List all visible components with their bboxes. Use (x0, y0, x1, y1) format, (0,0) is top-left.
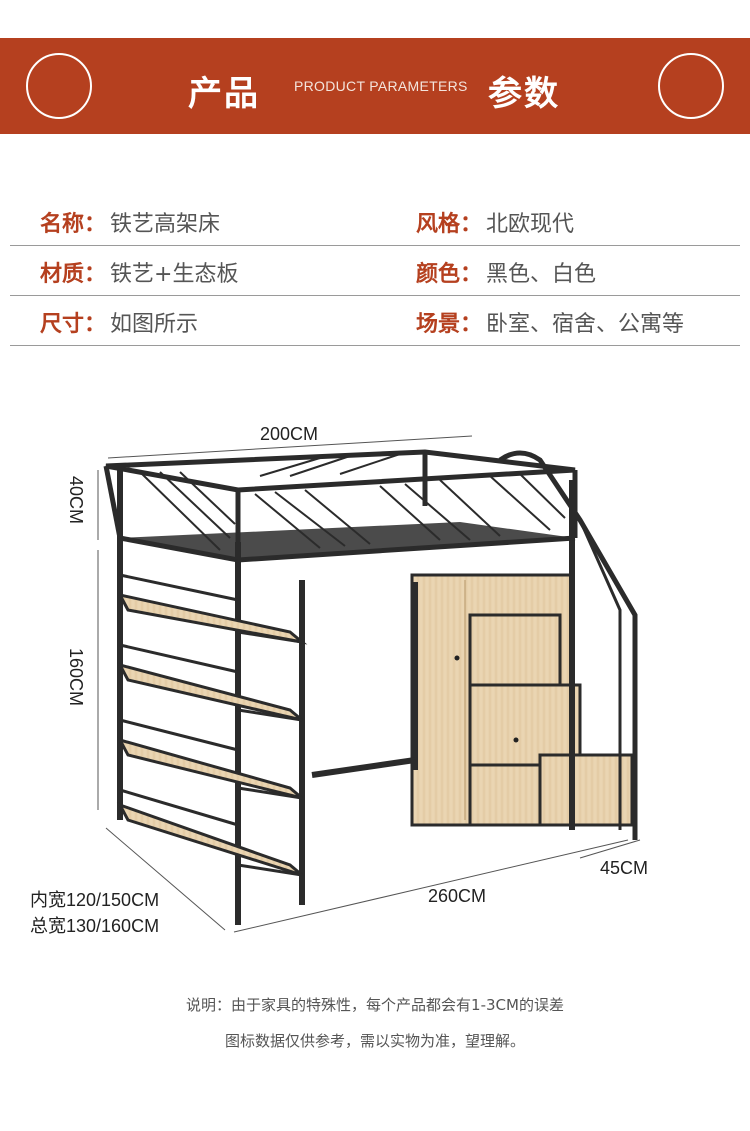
row-divider (10, 345, 740, 346)
dimension-inner-width: 内宽120/150CM (30, 890, 160, 910)
parameter-table: 名称：铁艺高架床 风格：北欧现代 材质：铁艺+生态板 颜色：黑色、白色 尺寸：如… (0, 196, 750, 346)
disclaimer-line-1: 说明：由于家具的特殊性，每个产品都会有1-3CM的误差 (186, 996, 564, 1014)
param-material: 材质：铁艺+生态板 (40, 262, 239, 287)
loft-bed-illustration: 200CM 40CM 160CM 260CM 45CM 内宽120/150CM … (20, 410, 740, 950)
dimension-length-top: 200CM (260, 424, 319, 444)
banner-title-right: 参数 (488, 74, 560, 114)
dimension-total-width: 总宽130/160CM (30, 916, 160, 936)
param-style: 风格：北欧现代 (416, 212, 575, 237)
param-row: 材质：铁艺+生态板 颜色：黑色、白色 (0, 246, 750, 296)
dimension-frame-height: 160CM (66, 648, 86, 707)
row-divider (10, 245, 740, 246)
param-row: 名称：铁艺高架床 风格：北欧现代 (0, 196, 750, 246)
param-name: 名称：铁艺高架床 (40, 212, 221, 237)
banner-subtitle: PRODUCT PARAMETERS (294, 78, 468, 94)
circle-ornament-left (26, 53, 92, 119)
circle-ornament-right (658, 53, 724, 119)
param-color: 颜色：黑色、白色 (416, 262, 597, 287)
banner-title-left: 产品 (188, 74, 260, 114)
dimension-stair-depth: 45CM (600, 858, 649, 878)
dimension-length-bottom: 260CM (428, 886, 487, 906)
row-divider (10, 295, 740, 296)
param-row: 尺寸：如图所示 场景：卧室、宿舍、公寓等 (0, 296, 750, 346)
param-scene: 场景：卧室、宿舍、公寓等 (416, 312, 685, 337)
disclaimer-line-2: 图标数据仅供参考，需以实物为准，望理解。 (224, 1032, 525, 1050)
loft-bed-drawing (97, 435, 641, 933)
dimension-rail-height: 40CM (66, 476, 86, 525)
header-banner: 产品 PRODUCT PARAMETERS 参数 (0, 38, 750, 134)
param-size: 尺寸：如图所示 (40, 312, 199, 337)
